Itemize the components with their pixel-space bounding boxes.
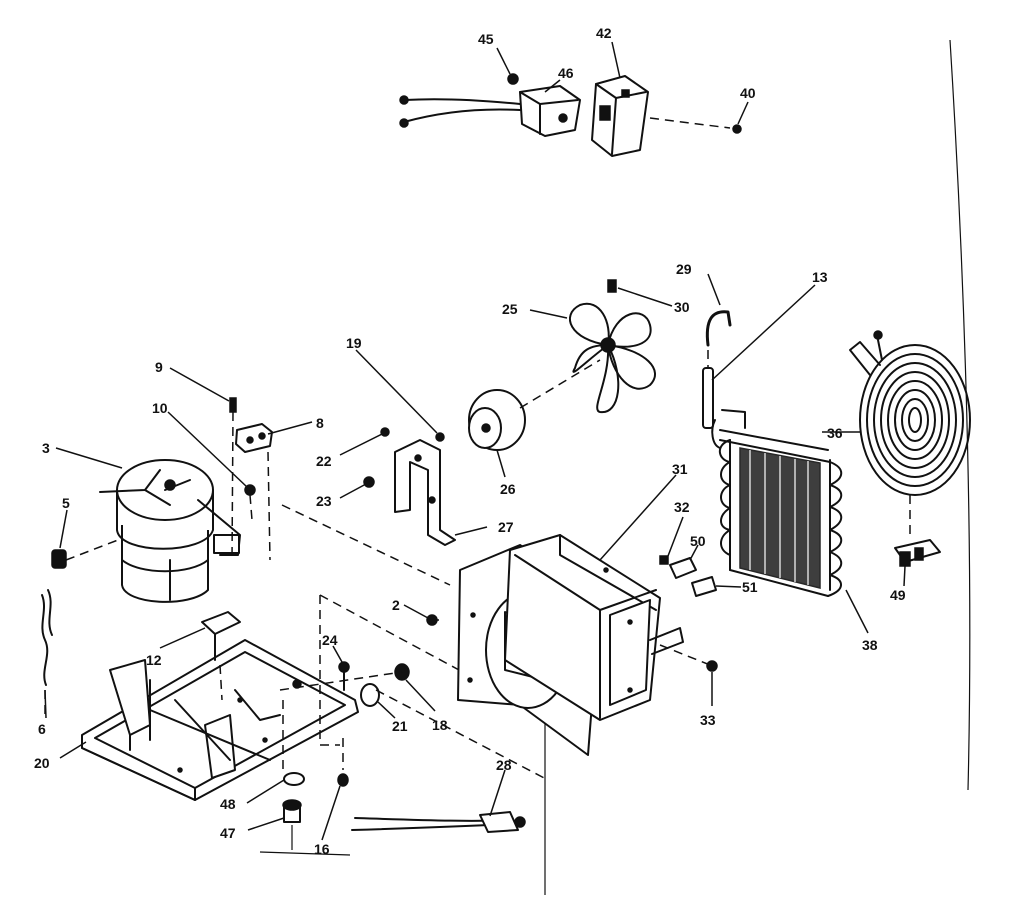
condenser-coil-38 bbox=[711, 409, 843, 597]
callout-13: 13 bbox=[812, 269, 828, 285]
callout-5: 5 bbox=[62, 495, 70, 511]
callout-19: 19 bbox=[346, 335, 362, 351]
screw-45 bbox=[507, 73, 519, 85]
grommet-16 bbox=[337, 773, 349, 787]
clip-51 bbox=[691, 576, 717, 597]
screw-19 bbox=[435, 432, 445, 442]
clip-50 bbox=[669, 557, 697, 579]
switch-42 bbox=[591, 75, 649, 157]
callout-38: 38 bbox=[862, 637, 878, 653]
callout-12: 12 bbox=[146, 652, 162, 668]
callout-8: 8 bbox=[316, 415, 324, 431]
screw-40 bbox=[732, 124, 742, 134]
bracket-12 bbox=[201, 611, 241, 661]
screw-9 bbox=[229, 397, 237, 413]
callout-24: 24 bbox=[322, 632, 338, 648]
fan-motor-26 bbox=[468, 359, 601, 451]
callout-22: 22 bbox=[316, 453, 332, 469]
callout-46: 46 bbox=[558, 65, 574, 81]
condenser-housing-31 bbox=[504, 534, 684, 721]
coil-fins bbox=[739, 447, 821, 589]
callout-30: 30 bbox=[674, 299, 690, 315]
callout-18: 18 bbox=[432, 717, 448, 733]
callout-25: 25 bbox=[502, 301, 518, 317]
screw-2 bbox=[426, 614, 438, 626]
callout-33: 33 bbox=[700, 712, 716, 728]
compressor-3 bbox=[99, 459, 241, 603]
fan-blade-25 bbox=[569, 279, 656, 414]
callout-9: 9 bbox=[155, 359, 163, 375]
grommet-21 bbox=[360, 683, 380, 707]
callout-23: 23 bbox=[316, 493, 332, 509]
screw-32 bbox=[659, 555, 669, 565]
tube-13 bbox=[702, 367, 714, 429]
callout-36: 36 bbox=[827, 425, 843, 441]
callout-32: 32 bbox=[674, 499, 690, 515]
screw-22 bbox=[380, 427, 390, 437]
callout-31: 31 bbox=[672, 461, 688, 477]
base-pan-20 bbox=[81, 639, 359, 801]
callout-6: 6 bbox=[38, 721, 46, 737]
wire-lead-top bbox=[404, 98, 521, 105]
bracket-8 bbox=[235, 423, 273, 453]
callout-45: 45 bbox=[478, 31, 494, 47]
callout-42: 42 bbox=[596, 25, 612, 41]
tube-29 bbox=[705, 310, 732, 347]
callout-labels: 45 46 42 40 29 13 30 25 19 9 10 8 3 22 2… bbox=[34, 25, 906, 857]
right-border-line bbox=[949, 39, 971, 791]
callout-49: 49 bbox=[890, 587, 906, 603]
washer-48 bbox=[283, 772, 305, 786]
callout-27: 27 bbox=[498, 519, 514, 535]
wire-lead-bottom bbox=[403, 108, 521, 123]
part-24 bbox=[338, 661, 350, 691]
callout-21: 21 bbox=[392, 718, 408, 734]
drain-plug-47 bbox=[282, 799, 302, 823]
switch-bracket-46 bbox=[519, 85, 581, 137]
callout-2: 2 bbox=[392, 597, 400, 613]
callout-50: 50 bbox=[690, 533, 706, 549]
power-cord-28 bbox=[351, 811, 526, 833]
callout-28: 28 bbox=[496, 757, 512, 773]
callout-16: 16 bbox=[314, 841, 330, 857]
motor-bracket-27 bbox=[394, 439, 456, 546]
callout-51: 51 bbox=[742, 579, 758, 595]
callout-26: 26 bbox=[500, 481, 516, 497]
callout-10: 10 bbox=[152, 400, 168, 416]
callout-48: 48 bbox=[220, 796, 236, 812]
wire-harness-6 bbox=[41, 589, 53, 720]
screw-33 bbox=[706, 660, 718, 672]
callout-47: 47 bbox=[220, 825, 236, 841]
callout-20: 20 bbox=[34, 755, 50, 771]
fan-setscrew-30 bbox=[607, 279, 617, 293]
nut-23 bbox=[363, 476, 375, 488]
callout-3: 3 bbox=[42, 440, 50, 456]
capillary-coil-36 bbox=[849, 330, 971, 496]
switch-assembly bbox=[399, 73, 742, 157]
overload-5 bbox=[51, 549, 67, 569]
leader-lines bbox=[44, 41, 906, 841]
bracket-49 bbox=[894, 539, 941, 567]
callout-40: 40 bbox=[740, 85, 756, 101]
callout-29: 29 bbox=[676, 261, 692, 277]
